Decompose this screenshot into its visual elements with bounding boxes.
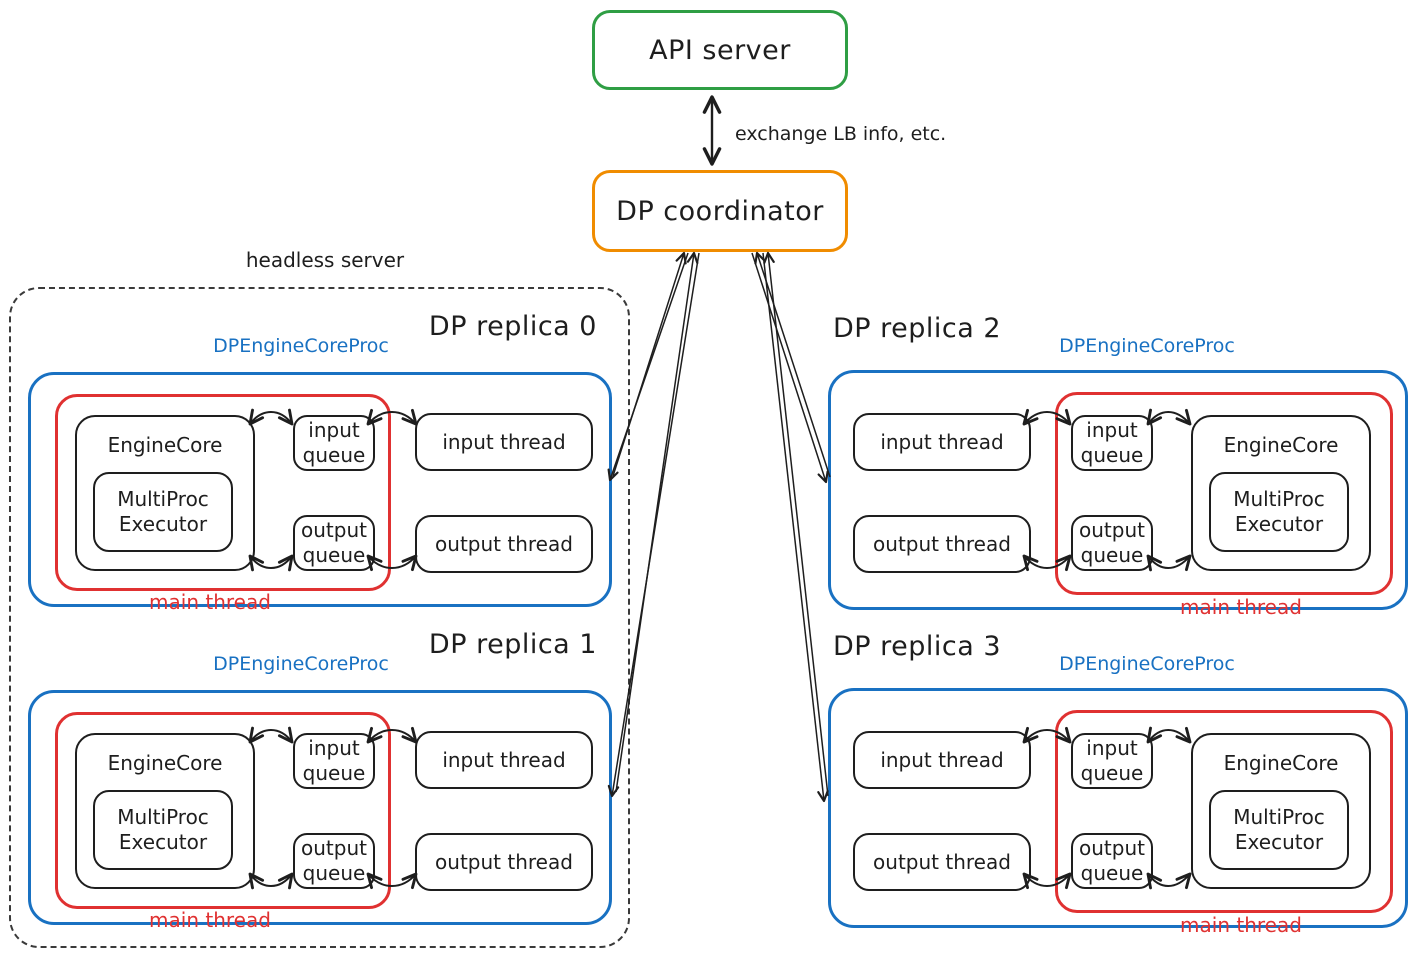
replica-0-proc-label: DPEngineCoreProc: [213, 335, 389, 357]
replica-1-proc-label: DPEngineCoreProc: [213, 653, 389, 675]
replica-0-input-queue: input queue: [293, 415, 375, 471]
replica-2-output-thread: output thread: [853, 515, 1031, 573]
replica-3-proc-label: DPEngineCoreProc: [1059, 653, 1235, 675]
dp-replica-0: DP replica 0 DPEngineCoreProc main threa…: [28, 311, 612, 614]
replica-1-main-thread-label: main thread: [149, 908, 271, 932]
replica-1-multiproc-executor: MultiProc Executor: [93, 790, 233, 870]
replica-3-input-thread: input thread: [853, 731, 1031, 789]
api-server-box: API server: [592, 10, 848, 90]
replica-3-multiproc-executor: MultiProc Executor: [1209, 790, 1349, 870]
replica-3-input-queue: input queue: [1071, 733, 1153, 789]
replica-0-output-queue: output queue: [293, 515, 375, 571]
replica-0-main-thread-box: [55, 394, 391, 591]
replica-3-title: DP replica 3: [833, 631, 1002, 662]
replica-2-multiproc-executor: MultiProc Executor: [1209, 472, 1349, 552]
coordinator-replica3-arrow-down: [762, 252, 829, 803]
coordinator-replica2-arrow-up: [754, 251, 831, 478]
replica-2-input-thread: input thread: [853, 413, 1031, 471]
dp-replica-3: DP replica 3 DPEngineCoreProc main threa…: [828, 631, 1408, 937]
dp-coordinator-box: DP coordinator: [592, 170, 848, 252]
replica-2-main-thread-box: [1055, 392, 1393, 595]
engine-core-label: EngineCore: [107, 433, 223, 457]
engine-core-label: EngineCore: [107, 751, 223, 775]
coordinator-replica2-arrow-down: [751, 252, 829, 484]
replica-2-output-queue: output queue: [1071, 515, 1153, 571]
replica-0-main-thread-label: main thread: [149, 590, 271, 614]
replica-1-engine-core: EngineCore MultiProc Executor: [75, 733, 255, 889]
dp-coordinator-label: DP coordinator: [616, 195, 824, 227]
replica-3-output-thread: output thread: [853, 833, 1031, 891]
replica-2-input-queue: input queue: [1071, 415, 1153, 471]
replica-0-multiproc-executor: MultiProc Executor: [93, 472, 233, 552]
replica-1-output-queue: output queue: [293, 833, 375, 889]
replica-1-output-thread: output thread: [415, 833, 593, 891]
replica-2-main-thread-label: main thread: [1180, 595, 1302, 619]
engine-core-label: EngineCore: [1223, 751, 1339, 775]
headless-server-label: headless server: [245, 248, 405, 272]
replica-1-input-queue: input queue: [293, 733, 375, 789]
replica-3-output-queue: output queue: [1071, 833, 1153, 889]
replica-0-input-thread: input thread: [415, 413, 593, 471]
replica-2-engine-core: EngineCore MultiProc Executor: [1191, 415, 1371, 571]
engine-core-label: EngineCore: [1223, 433, 1339, 457]
dp-replica-2: DP replica 2 DPEngineCoreProc main threa…: [828, 313, 1408, 619]
exchange-lb-label: exchange LB info, etc.: [735, 123, 947, 145]
replica-1-input-thread: input thread: [415, 731, 593, 789]
replica-3-engine-core: EngineCore MultiProc Executor: [1191, 733, 1371, 889]
replica-3-main-thread-box: [1055, 710, 1393, 913]
replica-1-main-thread-box: [55, 712, 391, 909]
replica-0-engine-core: EngineCore MultiProc Executor: [75, 415, 255, 571]
replica-0-title: DP replica 0: [428, 311, 597, 342]
api-server-label: API server: [649, 34, 791, 66]
replica-1-title: DP replica 1: [428, 629, 597, 660]
replica-2-proc-label: DPEngineCoreProc: [1059, 335, 1235, 357]
dp-replica-1: DP replica 1 DPEngineCoreProc main threa…: [28, 629, 612, 932]
replica-2-title: DP replica 2: [833, 313, 1002, 344]
replica-0-output-thread: output thread: [415, 515, 593, 573]
replica-3-main-thread-label: main thread: [1180, 913, 1302, 937]
coordinator-replica3-arrow-up: [763, 251, 829, 797]
